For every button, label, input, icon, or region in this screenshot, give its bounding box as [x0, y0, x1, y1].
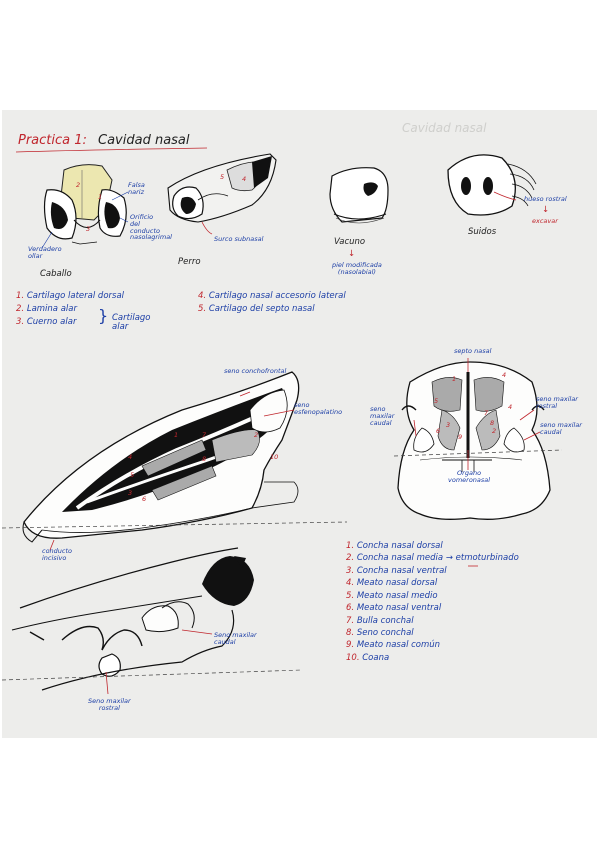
- cs-num-7: 7: [484, 409, 489, 417]
- sag-num-5: 5: [130, 471, 135, 479]
- legend-num: 4.: [198, 291, 207, 301]
- legend-cartilago-alar: Cartilago alar: [112, 313, 151, 332]
- pig-label-hueso-rostral: hueso rostral: [524, 195, 567, 203]
- cow-nose-drawing: [329, 167, 389, 224]
- legend-num: 5.: [198, 303, 207, 314]
- legend-text: Seno conchal: [356, 627, 414, 638]
- horse-label-falsa-nariz: Falsa nariz: [128, 181, 145, 196]
- dog-nose-drawing: [167, 153, 277, 235]
- svg-text:Cavidad nasal: Cavidad nasal: [402, 121, 487, 135]
- legend-brace: }: [98, 306, 109, 325]
- horse-label-orificio: Orificio del conducto nasolagrimal: [130, 213, 172, 242]
- sag-num-3: 3: [128, 489, 133, 497]
- legend-num: 2.: [16, 303, 25, 314]
- legend-extra-etmoturbinado: → etmoturbinado: [445, 553, 519, 564]
- cs-num-2: 2: [492, 427, 497, 435]
- legend-text: Meato nasal medio: [356, 590, 438, 601]
- page-title: Cavidad nasal: [98, 133, 190, 148]
- legend-text: Coana: [362, 652, 390, 663]
- cs-num-3: 3: [446, 421, 451, 429]
- legend-estructuras: 1. Concha nasal dorsal 2. Concha nasal m…: [346, 542, 519, 663]
- sag-num-2: 2: [254, 431, 259, 439]
- legend-num: 7.: [346, 615, 355, 626]
- sag-num-4: 4: [128, 453, 133, 461]
- horse-nose-drawing: [41, 164, 129, 249]
- legend-num: 3.: [346, 565, 355, 576]
- cow-arrow: ↓: [348, 249, 356, 259]
- legend-num: 3.: [16, 316, 25, 327]
- dog-num-5: 5: [220, 173, 225, 181]
- horse-label-ollar: Verdadero ollar: [28, 245, 62, 260]
- label-septo-nasal: septo nasal: [454, 347, 492, 355]
- sag-num-1: 1: [174, 431, 179, 439]
- legend-num: 6.: [346, 603, 355, 614]
- label-seno-maxilar-caudal-right: seno maxilar caudal: [540, 421, 582, 436]
- legend-text: Meato nasal ventral: [356, 603, 442, 614]
- cow-label-piel: piel modificada (nasolabial): [332, 261, 382, 276]
- cs-num-5: 5: [434, 397, 439, 405]
- cs-num-1: 1: [452, 375, 457, 383]
- pig-arrow: ↓: [542, 205, 550, 215]
- horse-caption: Caballo: [40, 269, 72, 279]
- notebook-page: Cavidad nasal: [2, 110, 597, 738]
- legend-num: 5.: [346, 590, 355, 601]
- legend-num: 4.: [346, 578, 355, 589]
- legend-text: Lamina alar: [26, 303, 77, 314]
- label-organo-vomeronasal: Organo vomeronasal: [448, 469, 491, 484]
- cs-num-4: 4: [502, 371, 507, 379]
- page-title-number: Practica 1:: [18, 133, 87, 148]
- legend-text: Bulla conchal: [356, 615, 414, 626]
- horse-num-1: 1: [98, 193, 103, 201]
- dog-num-4: 4: [242, 175, 247, 183]
- cross-section-drawing: [393, 358, 563, 520]
- label-seno-conchofrontal: seno conchofrontal: [224, 367, 287, 375]
- pig-nose-drawing: [447, 154, 537, 216]
- sagittal-section-drawing: [2, 371, 348, 551]
- horse-num-2: 2: [76, 181, 81, 189]
- label-seno-esfenopalatino: seno esfenopalatino: [294, 401, 343, 416]
- legend-num: 10.: [346, 652, 360, 663]
- lower-skull-drawing: [2, 547, 303, 695]
- legend-num: 1.: [16, 291, 25, 301]
- legend-text: Cartilago nasal accesorio lateral: [208, 291, 346, 301]
- legend-num: 9.: [346, 640, 355, 651]
- pig-label-excavar: excavar: [532, 217, 558, 225]
- label-seno-maxilar-caudal-lower: Seno maxilar caudal: [214, 631, 257, 646]
- sag-num-6: 6: [142, 495, 147, 503]
- legend-cartilagos-2: 4. Cartilago nasal accesorio lateral 5. …: [198, 292, 346, 314]
- anatomy-drawings: Cavidad nasal: [2, 121, 563, 695]
- sag-num-10: 10: [270, 453, 279, 461]
- horse-num-3: 3: [86, 225, 91, 233]
- legend-cartilagos: 1. Cartilago lateral dorsal 2. Lamina al…: [16, 292, 124, 327]
- sag-num-7: 7: [202, 431, 207, 439]
- cs-num-8: 8: [490, 419, 495, 427]
- cs-num-4b: 4: [508, 403, 513, 411]
- label-seno-maxilar-rostral-lower: Seno maxilar rostral: [88, 697, 131, 712]
- legend-text: Cuerno alar: [26, 316, 77, 327]
- cs-num-6: 6: [436, 427, 441, 435]
- legend-text: Concha nasal dorsal: [356, 541, 443, 551]
- label-conducto-incisivo: conducto incisivo: [42, 547, 73, 562]
- legend-num: 2.: [346, 553, 355, 564]
- dog-caption: Perro: [178, 257, 201, 267]
- legend-text: Cartilago lateral dorsal: [26, 291, 125, 301]
- legend-text: Cartilago del septo nasal: [208, 303, 315, 314]
- legend-num: 8.: [346, 627, 355, 638]
- dog-label-surco: Surco subnasal: [214, 235, 264, 243]
- legend-text: Concha nasal ventral: [356, 565, 447, 576]
- legend-num: 1.: [346, 541, 355, 551]
- legend-text: Meato nasal común: [356, 640, 441, 651]
- label-seno-maxilar-rostral: seno maxilar rostral: [536, 395, 578, 410]
- cow-caption: Vacuno: [334, 237, 366, 247]
- label-seno-maxilar-caudal-left: seno maxilar caudal: [370, 405, 395, 427]
- cs-num-9: 9: [458, 433, 463, 441]
- sag-num-8: 8: [202, 455, 207, 463]
- legend-text: Concha nasal media: [356, 553, 444, 564]
- legend-text: Meato nasal dorsal: [356, 578, 438, 589]
- pig-caption: Suidos: [468, 227, 497, 237]
